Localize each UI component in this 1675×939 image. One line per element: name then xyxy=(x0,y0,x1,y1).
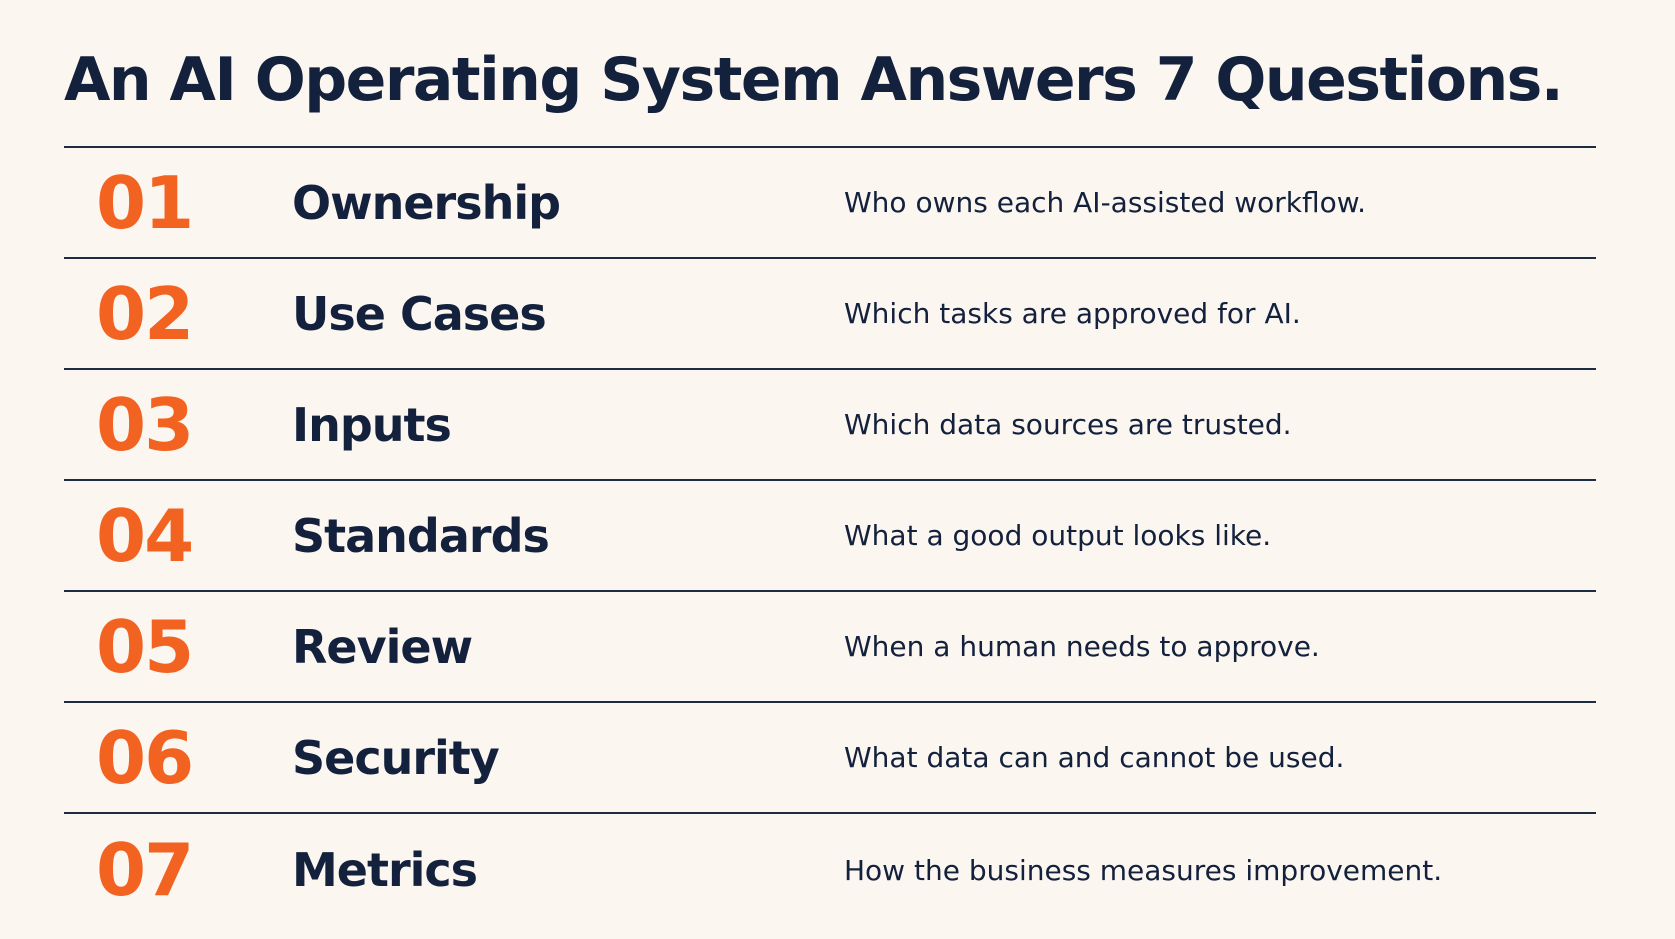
question-description: Which data sources are trusted. xyxy=(844,408,1292,441)
question-number: 04 xyxy=(96,493,194,578)
page-title: An AI Operating System Answers 7 Questio… xyxy=(64,45,1564,115)
question-number: 01 xyxy=(96,160,194,245)
question-description: When a human needs to approve. xyxy=(844,630,1320,663)
question-number: 06 xyxy=(96,715,194,800)
question-number: 05 xyxy=(96,604,194,689)
divider xyxy=(64,368,1596,370)
question-description: How the business measures improvement. xyxy=(844,853,1443,887)
question-description: What data can and cannot be used. xyxy=(844,741,1345,774)
divider xyxy=(64,257,1596,259)
question-name: Review xyxy=(292,619,473,674)
question-description: Which tasks are approved for AI. xyxy=(844,297,1301,330)
question-row: 03 Inputs Which data sources are trusted… xyxy=(64,370,1596,479)
question-number: 02 xyxy=(96,271,194,356)
divider xyxy=(64,146,1596,148)
question-name: Metrics xyxy=(292,843,478,897)
question-row: 01 Ownership Who owns each AI-assisted w… xyxy=(64,148,1596,257)
question-row: 06 Security What data can and cannot be … xyxy=(64,703,1596,812)
question-name: Security xyxy=(292,730,500,785)
question-number: 03 xyxy=(96,382,194,467)
question-name: Inputs xyxy=(292,397,452,452)
divider xyxy=(64,701,1596,703)
divider xyxy=(64,479,1596,481)
question-row: 07 Metrics How the business measures imp… xyxy=(64,814,1596,926)
divider xyxy=(64,590,1596,592)
divider xyxy=(64,812,1596,814)
question-row: 02 Use Cases Which tasks are approved fo… xyxy=(64,259,1596,368)
question-number: 07 xyxy=(96,828,194,912)
question-description: What a good output looks like. xyxy=(844,519,1272,552)
question-row: 05 Review When a human needs to approve. xyxy=(64,592,1596,701)
question-name: Ownership xyxy=(292,175,561,230)
question-name: Standards xyxy=(292,508,550,563)
question-name: Use Cases xyxy=(292,286,547,341)
question-description: Who owns each AI-assisted workflow. xyxy=(844,186,1367,219)
question-row: 04 Standards What a good output looks li… xyxy=(64,481,1596,590)
questions-table: 01 Ownership Who owns each AI-assisted w… xyxy=(64,146,1596,926)
